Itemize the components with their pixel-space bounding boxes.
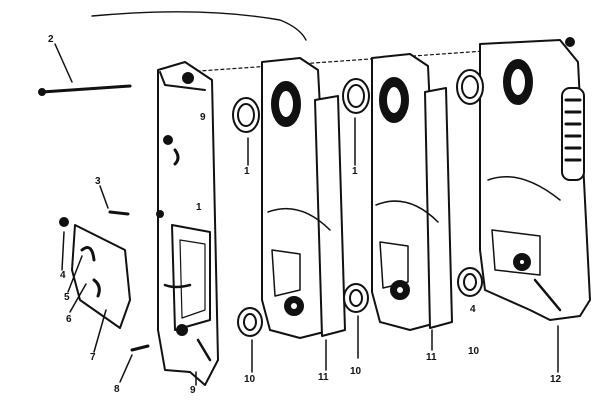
stud-bolt-icon xyxy=(38,84,132,96)
push-nipple-icons xyxy=(232,69,484,337)
callout-2: 2 xyxy=(48,34,54,45)
callout-4b: 4 xyxy=(470,304,476,315)
callout-1b: 1 xyxy=(352,166,358,177)
callout-6: 6 xyxy=(66,314,72,325)
callout-7: 7 xyxy=(90,352,96,363)
middle-section-2-icon xyxy=(371,53,453,331)
callout-11a: 11 xyxy=(318,372,329,383)
callout-5: 5 xyxy=(64,292,70,303)
callout-9b: 9 xyxy=(190,385,196,396)
assembly-arc-line xyxy=(91,11,307,41)
callout-10c: 10 xyxy=(468,346,480,357)
callout-9a: 9 xyxy=(200,112,206,123)
callout-11b: 11 xyxy=(426,352,437,363)
callout-1a: 1 xyxy=(244,166,250,177)
callout-10b: 10 xyxy=(350,366,362,377)
leader-arrows xyxy=(54,43,559,386)
pin-icon-8 xyxy=(130,344,150,352)
middle-section-1-icon xyxy=(261,57,346,339)
front-section-icon xyxy=(156,61,219,386)
callout-4a: 4 xyxy=(60,270,66,281)
callout-labels: 2 3 4 5 6 7 8 9 9 1 1 1 4 10 10 10 11 11… xyxy=(48,34,562,396)
pin-icon xyxy=(108,210,130,216)
callout-10a: 10 xyxy=(244,374,256,385)
flue-baffle-icon xyxy=(59,217,131,329)
callout-8: 8 xyxy=(114,384,120,395)
callout-12: 12 xyxy=(550,374,562,385)
callout-1c: 1 xyxy=(196,202,202,213)
rear-section-icon xyxy=(479,37,591,321)
callout-3: 3 xyxy=(95,176,101,187)
